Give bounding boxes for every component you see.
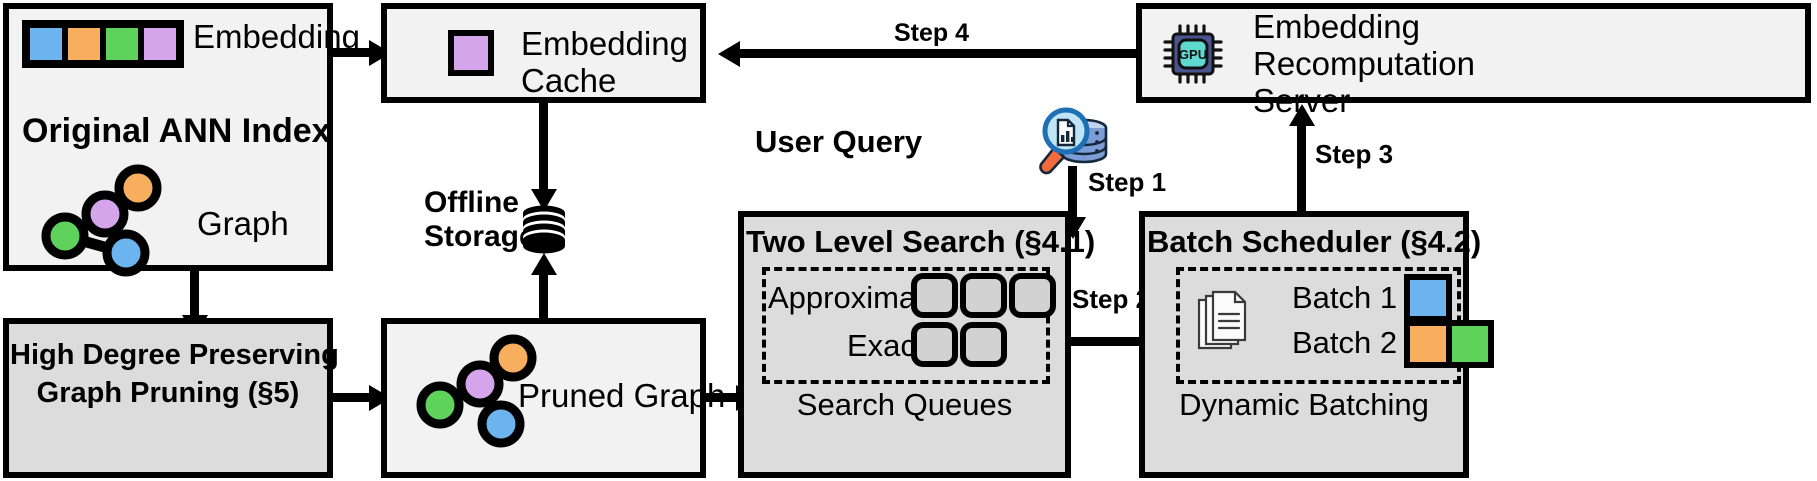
embedding-cache-title: Embedding Cache — [521, 25, 688, 99]
step1-label: Step 1 — [1088, 167, 1167, 197]
embedding-swatch-blue — [27, 25, 65, 63]
recomputation-server-box — [1136, 3, 1811, 103]
exact-slot-row — [911, 322, 1007, 367]
approximate-slot-3[interactable] — [1009, 273, 1056, 318]
recomputation-server-title: Embedding Recomputation Server — [1253, 8, 1475, 119]
arrow-pruned-to-storage-line — [539, 275, 548, 322]
arrow-step3-line — [1297, 126, 1306, 212]
original-ann-index-title: Original ANN Index — [22, 112, 331, 150]
batch-2-label: Batch 2 — [1292, 325, 1398, 360]
two-level-search-title: Two Level Search (§4.1) — [746, 224, 1096, 259]
step4-label: Step 4 — [894, 19, 970, 47]
approximate-slot-2[interactable] — [960, 273, 1007, 318]
batch-2-swatches — [1404, 320, 1494, 368]
graph-pruning-box — [3, 318, 333, 478]
graph-label: Graph — [197, 205, 289, 242]
documents-stack-icon — [1197, 290, 1247, 350]
pruned-graph-icon — [416, 334, 537, 448]
gpu-chip-icon: GPU — [1163, 24, 1223, 84]
arrow-ann-to-cache-line — [333, 48, 369, 57]
batch-2-swatch-orange — [1404, 320, 1452, 368]
embedding-cache-box — [381, 3, 706, 103]
approximate-slot-row — [911, 273, 1056, 318]
exact-slot-1[interactable] — [911, 322, 958, 367]
batch-scheduler-title: Batch Scheduler (§4.2) — [1147, 224, 1482, 259]
arrow-step1-line — [1068, 166, 1077, 217]
two-level-search-box — [738, 211, 1071, 478]
arrow-pruned-to-storage-head — [531, 253, 557, 275]
embedding-swatch-green — [103, 25, 141, 63]
arrow-pruned-to-search-line — [706, 393, 736, 402]
arrow-cache-to-storage-head — [531, 189, 557, 211]
embedding-swatch-purple — [141, 25, 179, 63]
database-icon — [523, 205, 565, 254]
arrow-step4-head — [718, 41, 740, 67]
batch-1-swatch-blue — [1404, 274, 1452, 322]
offline-storage-label: Offline Storage — [424, 186, 536, 253]
embedding-cache-swatch — [448, 30, 494, 76]
gpu-icon-text: GPU — [1179, 47, 1207, 62]
exact-slot-2[interactable] — [960, 322, 1007, 367]
arrow-step3-head — [1289, 104, 1315, 126]
embedding-swatch-orange — [65, 25, 103, 63]
user-query-label: User Query — [755, 124, 923, 159]
approximate-slot-1[interactable] — [911, 273, 958, 318]
batch-2-swatch-green — [1446, 320, 1494, 368]
dynamic-batching-footer: Dynamic Batching — [1179, 387, 1429, 422]
search-queues-footer: Search Queues — [796, 387, 1013, 422]
arrow-step2-line — [1071, 337, 1165, 346]
pruned-graph-label: Pruned Graph — [518, 377, 726, 414]
step3-label: Step 3 — [1315, 139, 1394, 169]
embedding-label: Embedding — [193, 18, 360, 55]
batch-1-swatches — [1404, 274, 1452, 322]
original-ann-graph-icon — [41, 164, 162, 277]
arrow-step4-line — [740, 49, 1138, 58]
search-queues-panel — [762, 267, 1050, 384]
embedding-swatch-strip — [22, 20, 184, 68]
arrow-ann-to-pruning-line — [190, 271, 199, 315]
arrow-pruning-to-pruned-line — [333, 393, 369, 402]
graph-pruning-title: High Degree Preserving Graph Pruning (§5… — [10, 339, 339, 409]
batch-1-label: Batch 1 — [1292, 280, 1398, 315]
query-search-database-icon — [1039, 107, 1108, 175]
arrow-cache-to-storage-line — [539, 103, 548, 189]
